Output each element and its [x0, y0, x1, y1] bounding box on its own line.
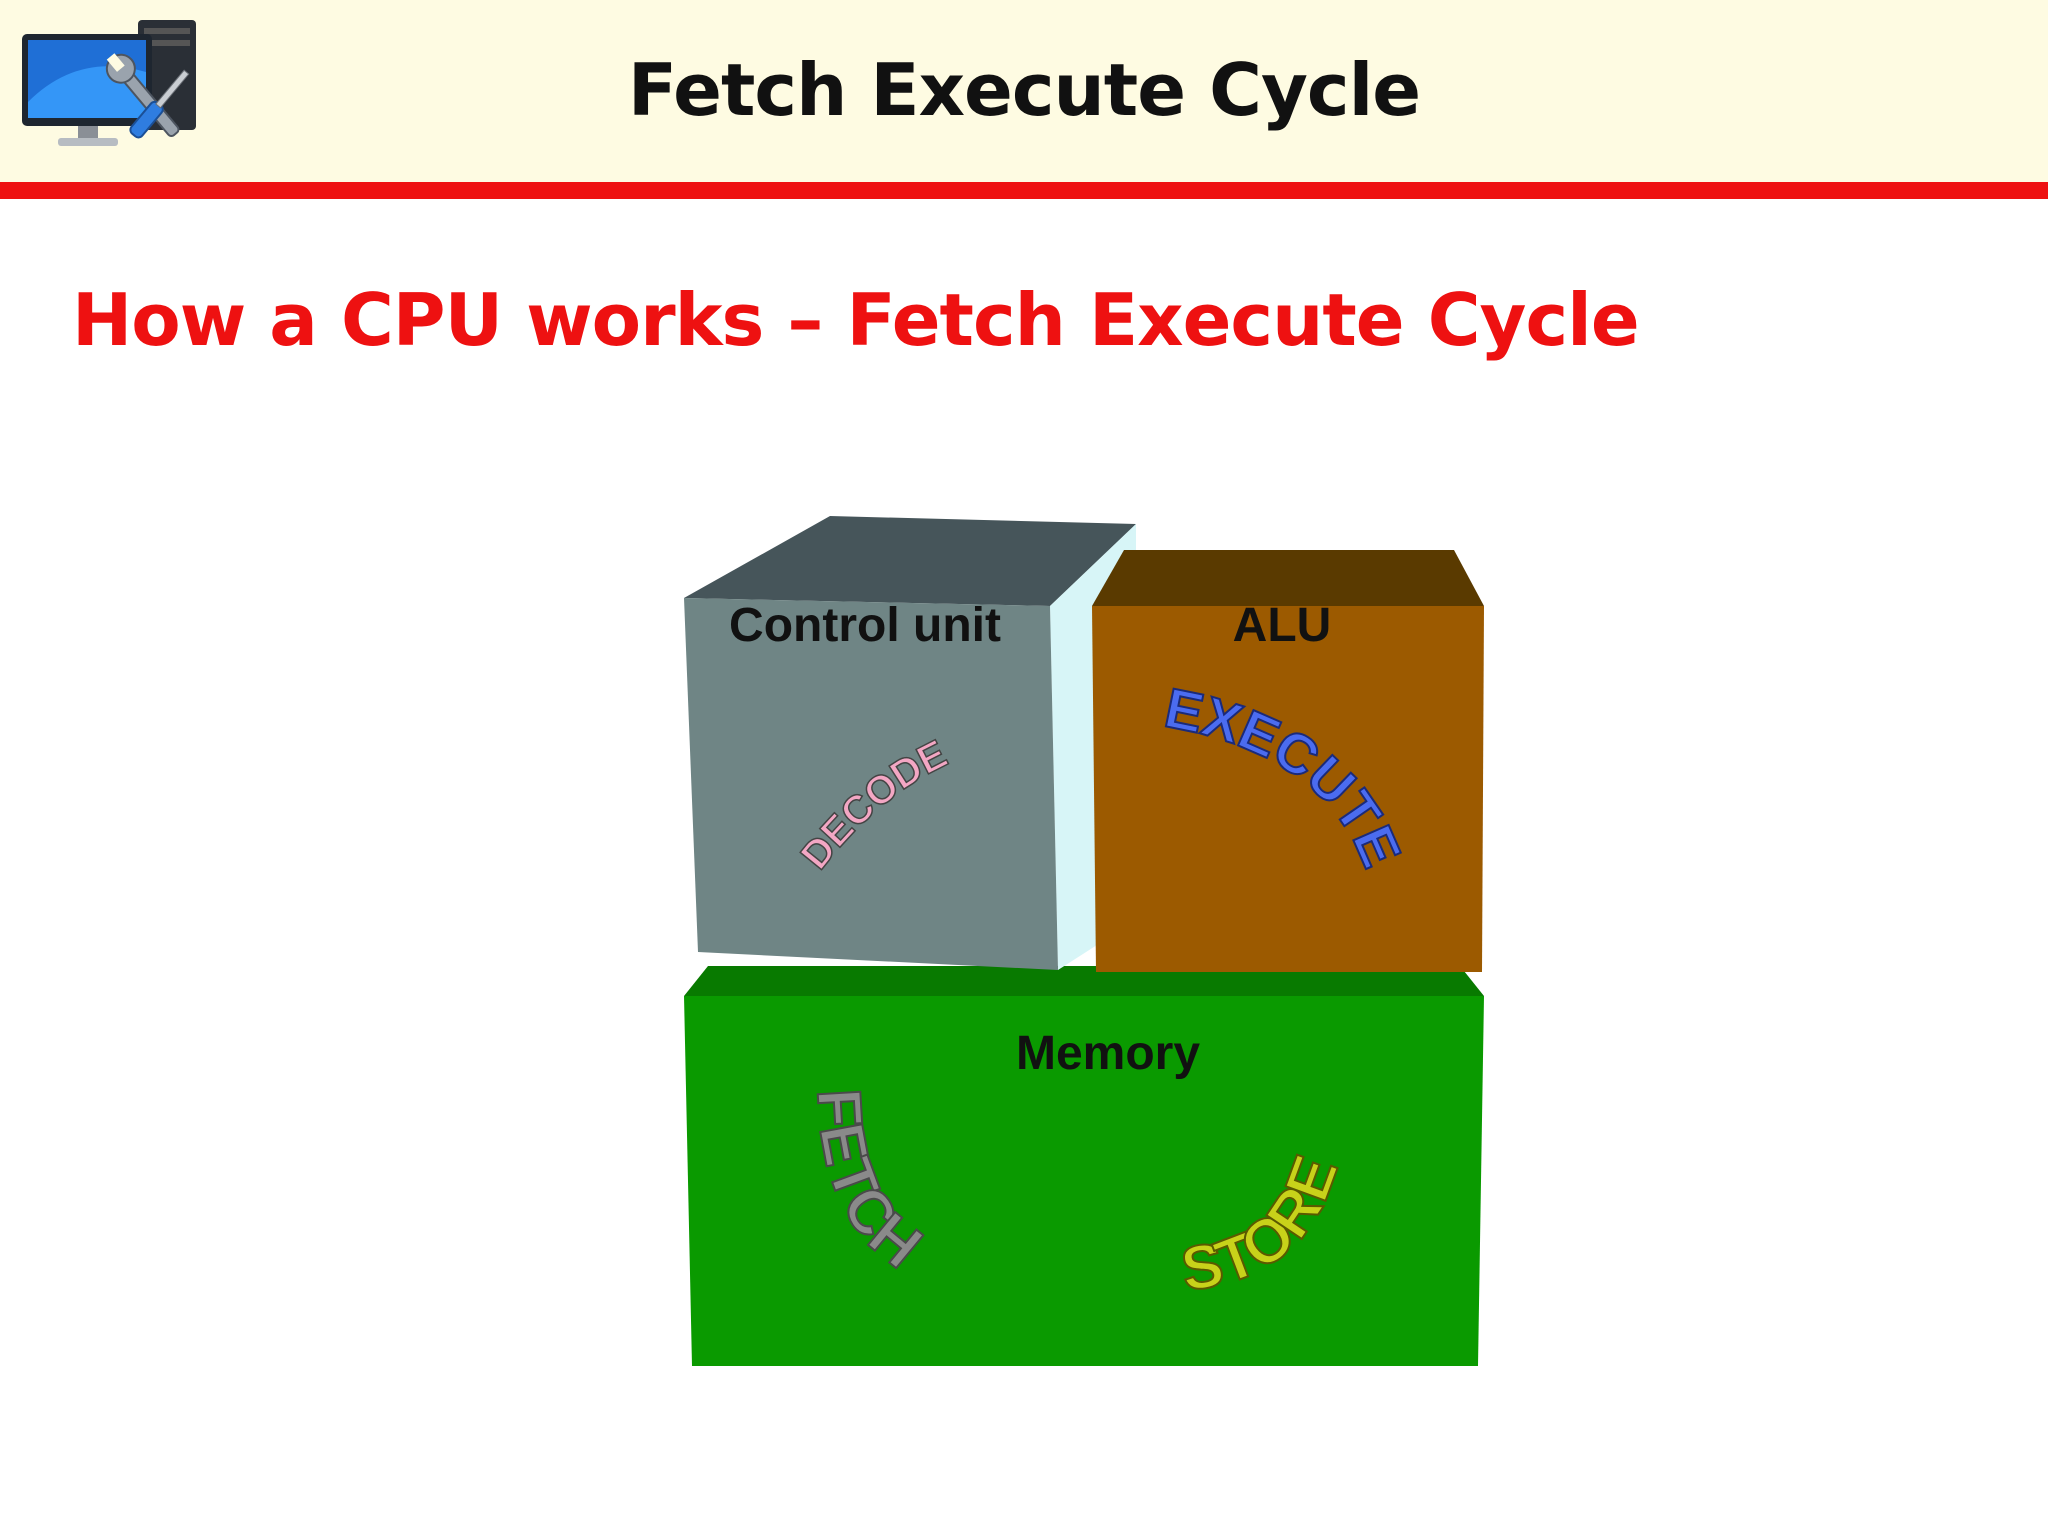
memory-label: Memory [1016, 1027, 1200, 1080]
slide-header [0, 0, 2048, 182]
slide-subtitle: How a CPU works – Fetch Execute Cycle [72, 278, 1640, 362]
control-unit-block: Control unit DECODE [684, 516, 1136, 970]
header-divider [0, 182, 2048, 199]
slide-title: Fetch Execute Cycle [627, 48, 1421, 132]
alu-label: ALU [1233, 599, 1332, 652]
computer-with-tools-icon [22, 20, 196, 146]
control-unit-label: Control unit [729, 599, 1001, 652]
memory-block: Memory FETCH STORE [684, 966, 1484, 1366]
alu-block: ALU EXECUTE [1092, 550, 1484, 972]
